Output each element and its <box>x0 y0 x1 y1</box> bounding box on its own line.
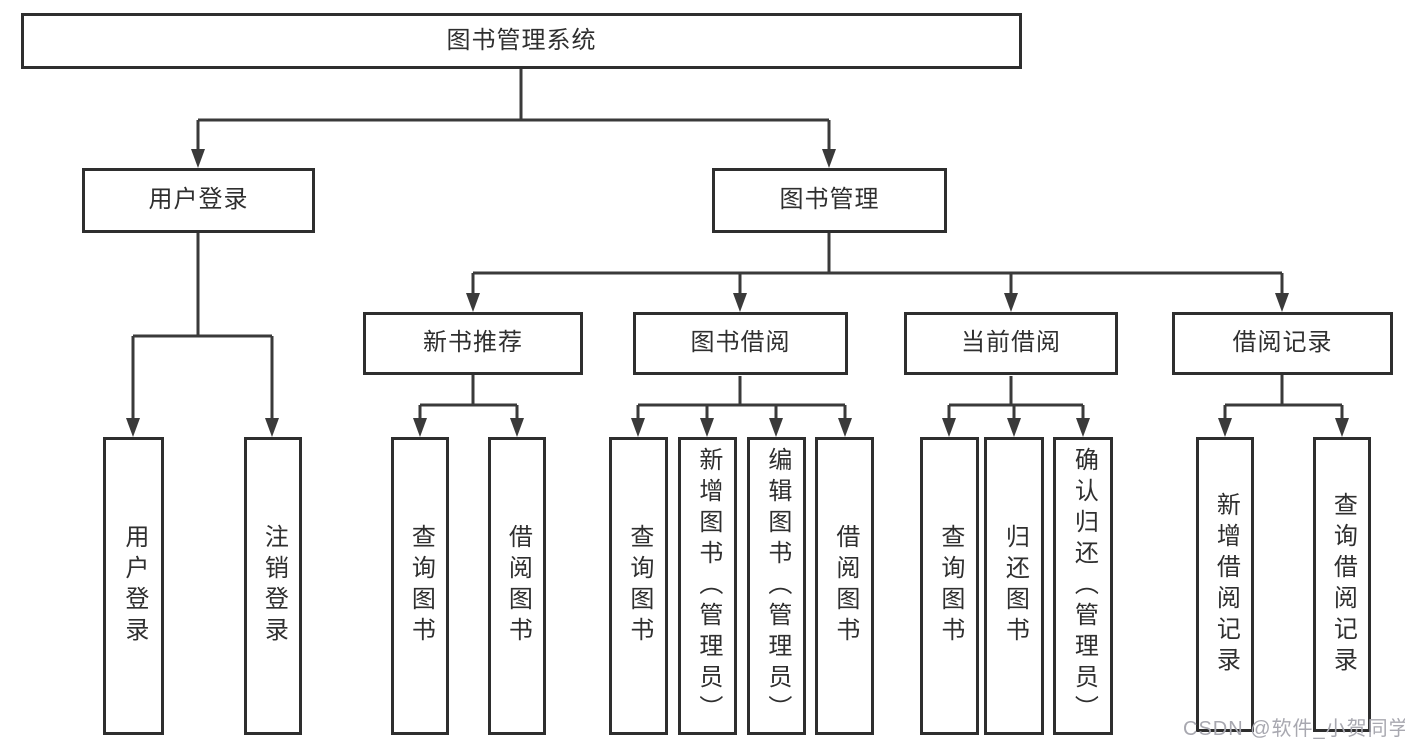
leaf-label: 借阅图书 <box>504 524 532 648</box>
leaf-edit-book-admin: 编辑图书（管理员） <box>747 437 806 735</box>
leaf-label: 查询图书 <box>407 524 435 648</box>
leaf-label: 编辑图书（管理员） <box>763 446 791 726</box>
leaf-borrow-books: 借阅图书 <box>815 437 874 735</box>
leaf-borrow-books-recommend: 借阅图书 <box>488 437 546 735</box>
leaf-label: 查询图书 <box>625 524 653 648</box>
leaf-query-borrow-record: 查询借阅记录 <box>1313 437 1371 732</box>
leaf-confirm-return-admin: 确认归还（管理员） <box>1053 437 1113 735</box>
watermark-text: CSDN @软件_小贺同学 <box>1183 718 1405 740</box>
leaf-label: 新增图书（管理员） <box>694 446 722 726</box>
leaf-label: 查询图书 <box>936 524 964 648</box>
leaf-logout: 注销登录 <box>244 437 302 735</box>
node-root: 图书管理系统 <box>21 13 1022 69</box>
node-current-borrow: 当前借阅 <box>904 312 1118 375</box>
leaf-label: 注销登录 <box>260 524 288 648</box>
leaf-label: 归还图书 <box>1001 524 1029 648</box>
leaf-query-books-recommend: 查询图书 <box>391 437 449 735</box>
leaf-add-book-admin: 新增图书（管理员） <box>678 437 737 735</box>
leaf-label: 查询借阅记录 <box>1329 491 1357 678</box>
leaf-label: 用户登录 <box>120 524 148 648</box>
leaf-label: 借阅图书 <box>831 524 859 648</box>
leaf-label: 确认归还（管理员） <box>1070 446 1098 726</box>
leaf-label: 新增借阅记录 <box>1212 491 1240 678</box>
node-book-borrow: 图书借阅 <box>633 312 848 375</box>
node-new-book-recommend: 新书推荐 <box>363 312 583 375</box>
node-user-login: 用户登录 <box>82 168 315 233</box>
leaf-return-book: 归还图书 <box>984 437 1044 735</box>
node-book-management: 图书管理 <box>712 168 947 233</box>
leaf-add-borrow-record: 新增借阅记录 <box>1196 437 1254 732</box>
leaf-user-login: 用户登录 <box>103 437 164 735</box>
leaf-query-books-current: 查询图书 <box>920 437 979 735</box>
node-borrow-records: 借阅记录 <box>1172 312 1393 375</box>
leaf-query-books-borrow: 查询图书 <box>609 437 668 735</box>
